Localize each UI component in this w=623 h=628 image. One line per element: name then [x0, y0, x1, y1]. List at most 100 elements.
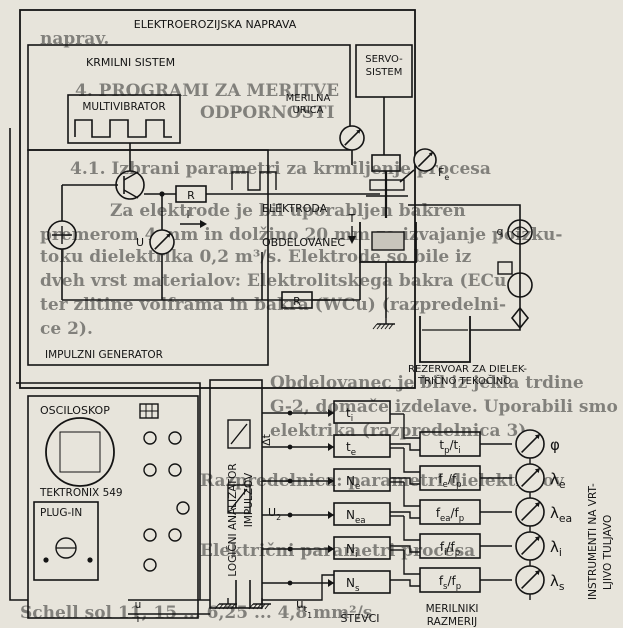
- reservoir-label-2: TRIČNO TEKOČINO: [417, 374, 511, 387]
- counter-label: Nea: [346, 508, 366, 526]
- servo-label-2: SISTEM: [366, 67, 403, 78]
- counter-arrowhead: [328, 409, 334, 417]
- osc-knob-2: [169, 432, 181, 444]
- output-label-sub: s: [559, 580, 565, 593]
- counter-label-sub: e: [355, 482, 360, 492]
- junction-dot: [43, 557, 48, 562]
- counter-label: ti: [346, 406, 353, 424]
- ratio-den-sub: p: [456, 480, 461, 490]
- ut1-sub2: 1: [307, 611, 312, 620]
- osc-knob-1: [144, 432, 156, 444]
- counter-tap-dot: [288, 445, 293, 450]
- ratio-label: fe/fp: [438, 472, 461, 490]
- ratio-in-wire-b: [390, 512, 420, 518]
- plug-in-label: PLUG-IN: [40, 507, 82, 519]
- resistor-r2-label: R: [293, 295, 301, 308]
- ratio-den-sub: p: [459, 514, 464, 524]
- ratio-in-wire-a2: [404, 482, 420, 506]
- osc-knob-7: [169, 529, 181, 541]
- ratio-meters-label-2: RAZMERIJ: [427, 616, 477, 628]
- counter-label: Ne: [346, 474, 360, 492]
- logic-analyzer-label-2: IMPULZOV: [243, 472, 255, 527]
- ratio-den-sub: p: [456, 582, 461, 592]
- output-label-sub: e: [559, 478, 566, 491]
- instruments-label-1: INSTRUMENTI NA VRT-: [587, 483, 599, 600]
- output-label: φ: [550, 436, 560, 454]
- ground-hatch: [389, 324, 393, 329]
- servo-label-1: SERVO-: [365, 54, 403, 65]
- logic-meter-1-needle: [231, 424, 247, 444]
- resistor-label: R: [187, 189, 195, 202]
- counter-box: [334, 571, 390, 593]
- junction-dot: [87, 557, 92, 562]
- temperature-label: T: [348, 212, 356, 225]
- ratio-in-wire-b: [390, 478, 420, 484]
- counter-tap-dot: [288, 581, 293, 586]
- counter-label: Ni: [346, 542, 357, 560]
- wire-force-meter: [400, 170, 414, 182]
- counter-label: te: [346, 440, 356, 458]
- counter-box: [334, 401, 390, 423]
- osc-knob-4: [169, 464, 181, 476]
- output-label: λe: [550, 470, 566, 491]
- output-label: λs: [550, 572, 565, 593]
- counter-arrowhead: [328, 511, 334, 519]
- ground-hatch: [373, 324, 377, 329]
- output-label-main: λ: [550, 504, 559, 522]
- counter-tap-dot: [288, 411, 293, 416]
- ratio-label: fea/fp: [436, 506, 464, 524]
- transistor-circle: [116, 171, 144, 199]
- output-label-main: λ: [550, 572, 559, 590]
- counter-label-main: N: [346, 576, 355, 590]
- output-label-main: λ: [550, 538, 559, 556]
- ground-hatch: [377, 324, 381, 329]
- counter-label-main: N: [346, 508, 355, 522]
- counter-label-sub: ea: [355, 516, 366, 526]
- u2-label-main: U: [268, 506, 276, 519]
- wire-left-main: [10, 128, 28, 600]
- osc-knob-8: [144, 559, 156, 571]
- instruments-label-2: LJIVO TULJAVO: [602, 515, 614, 590]
- pulse-generator-label: IMPULZNI GENERATOR: [45, 349, 163, 361]
- oscilloscope-screen-grid: [60, 432, 100, 472]
- ut1-main: u: [296, 597, 304, 611]
- timer-label-2: URICA: [292, 105, 323, 116]
- oscilloscope-screen: [46, 418, 114, 486]
- flow-label: q: [497, 225, 504, 238]
- electrode-pulse-waveform: [232, 172, 276, 190]
- counter-label-sub: i: [351, 414, 353, 424]
- transistor-emitter: [124, 190, 138, 198]
- ratio-in-wire-b: [390, 546, 420, 552]
- force-label-sub: e: [444, 173, 449, 182]
- counter-label-main: N: [346, 474, 355, 488]
- counter-arrowhead: [328, 545, 334, 553]
- ratio-num-sub: ea: [440, 514, 450, 524]
- output-label-main: φ: [550, 436, 560, 454]
- current-label: I: [186, 208, 189, 221]
- delta-t-label: Δt: [260, 433, 273, 446]
- counters-label: ŠTEVCI: [340, 612, 379, 625]
- reservoir-label-1: REZERVOAR ZA DIELEK-: [408, 364, 527, 375]
- ratio-den-sub: p: [455, 548, 460, 558]
- output-label: λea: [550, 504, 572, 525]
- multivibrator-label: MULTIVIBRATOR: [82, 101, 165, 113]
- ratio-meters-label-1: MERILNIKI: [426, 603, 479, 615]
- counter-label: Ns: [346, 576, 360, 594]
- ratio-label: tp/ti: [439, 438, 460, 456]
- counter-arrowhead: [328, 443, 334, 451]
- ratio-den-sub: i: [458, 446, 460, 456]
- ground-hatch: [381, 324, 385, 329]
- dielectric-loop: [408, 205, 520, 330]
- workpiece-block: [372, 232, 404, 250]
- osc-knob-6: [144, 529, 156, 541]
- logic-analyzer-label-1: LOGIČNI ANALIZATOR: [226, 463, 239, 576]
- counter-arrowhead: [328, 579, 334, 587]
- counter-box: [334, 537, 390, 559]
- counter-tap-dot: [288, 513, 293, 518]
- valve: [498, 262, 512, 274]
- electrode-label: ELEKTRODA: [262, 202, 328, 215]
- output-label-sub: i: [559, 546, 562, 559]
- voltage-label: U: [136, 236, 144, 249]
